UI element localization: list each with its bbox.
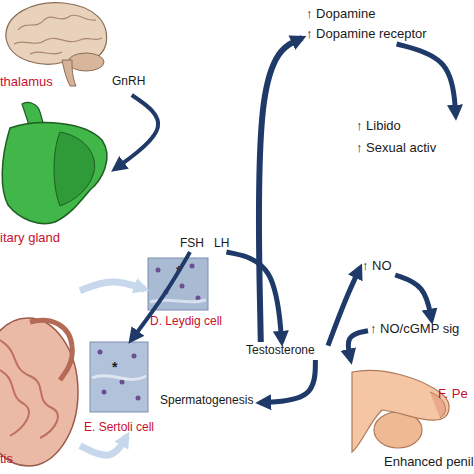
organ-label: F. Pe bbox=[438, 386, 468, 401]
flow-arrow bbox=[80, 436, 127, 455]
leydig-cell-node: D. Leydig cell bbox=[145, 256, 240, 330]
histology-image bbox=[90, 342, 148, 412]
organ-label: tis bbox=[0, 451, 13, 466]
node-label: ↑ NO bbox=[362, 258, 392, 273]
flow-arrow bbox=[115, 95, 158, 169]
tissue-fiber bbox=[92, 376, 146, 380]
effect-node: ↑ NO bbox=[360, 257, 404, 275]
cell-nucleus bbox=[164, 290, 169, 295]
flow-arrow bbox=[348, 331, 368, 360]
sertoli-cell-node: E. Sertoli cell bbox=[84, 340, 170, 436]
node-label: ↑ NO/cGMP sig bbox=[370, 321, 459, 336]
hormone-node: FSH bbox=[178, 236, 208, 252]
cell-marker: * bbox=[176, 264, 181, 279]
node-label: LH bbox=[214, 236, 229, 251]
node-label: GnRH bbox=[112, 74, 145, 89]
penis-illustration bbox=[352, 370, 449, 452]
testis-body bbox=[0, 318, 78, 466]
flow-arrow bbox=[226, 252, 281, 342]
effect-node: ↑ NO/cGMP sig bbox=[368, 320, 474, 338]
pituitary-illustration bbox=[2, 102, 107, 223]
epididymis bbox=[30, 320, 72, 380]
cell-nucleus bbox=[136, 396, 141, 401]
brain-fold bbox=[30, 52, 62, 54]
testis-illustration bbox=[0, 318, 78, 466]
flow-arrow bbox=[260, 360, 315, 403]
effect-node: ↑ Libido ↑ Sexual activ bbox=[352, 116, 474, 158]
leydig-histology bbox=[148, 258, 208, 310]
node-label: Testosterone bbox=[246, 343, 315, 358]
node-label: Spermatogenesis bbox=[160, 393, 253, 408]
tissue-fiber bbox=[150, 300, 206, 302]
cell-nucleus bbox=[156, 268, 161, 273]
hormone-node: Testosterone bbox=[244, 342, 328, 360]
process-node: Spermatogenesis bbox=[158, 392, 260, 410]
cell-nucleus bbox=[98, 350, 103, 355]
organ-label: E. Sertoli cell bbox=[84, 420, 154, 435]
pituitary-gland bbox=[2, 123, 107, 224]
penis-shaft bbox=[352, 370, 449, 452]
seminiferous-tubule bbox=[0, 370, 29, 436]
flow-arrow bbox=[397, 44, 456, 116]
node-label: FSH bbox=[180, 236, 204, 251]
brain-fold bbox=[14, 38, 102, 44]
cell-nucleus bbox=[120, 380, 125, 385]
organ-label: thalamus bbox=[0, 74, 53, 89]
histology-image bbox=[148, 258, 208, 310]
flow-arrow bbox=[328, 268, 360, 346]
flow-arrow bbox=[80, 282, 145, 291]
brain-fold bbox=[18, 15, 96, 30]
effect-node: ↑ Dopamine ↑ Dopamine receptor bbox=[302, 4, 474, 44]
flow-arrow bbox=[259, 38, 302, 342]
organ-label: itary gland bbox=[0, 230, 60, 245]
penis-node: F. Pe Enhanced penil bbox=[340, 360, 474, 472]
pituitary-node: itary gland bbox=[0, 115, 115, 250]
node-label: ↑ Dopamine receptor bbox=[306, 26, 427, 41]
brain-stem bbox=[62, 60, 76, 86]
cell-nucleus bbox=[196, 296, 201, 301]
flow-arrow bbox=[131, 252, 190, 340]
cell-nucleus bbox=[102, 390, 107, 395]
hormone-node: LH bbox=[212, 236, 236, 252]
node-label: ↑ Libido bbox=[356, 118, 401, 133]
seminiferous-tubule bbox=[0, 340, 58, 438]
pituitary-lobe bbox=[54, 132, 95, 206]
cell-nucleus bbox=[190, 264, 195, 269]
organ-label: D. Leydig cell bbox=[150, 314, 222, 329]
node-label: ↑ Sexual activ bbox=[356, 140, 436, 155]
brain-illustration bbox=[6, 3, 107, 86]
hypothalamus-node: thalamus GnRH bbox=[0, 0, 155, 95]
cerebellum bbox=[68, 53, 104, 71]
testis-node: tis bbox=[0, 285, 80, 474]
node-label: Enhanced penil bbox=[384, 454, 474, 469]
flow-arrow bbox=[395, 275, 431, 320]
cell-nucleus bbox=[180, 284, 185, 289]
sertoli-histology bbox=[90, 342, 148, 412]
cell-nucleus bbox=[132, 354, 137, 359]
node-label: ↑ Dopamine bbox=[306, 6, 375, 21]
cell-marker: * bbox=[112, 360, 117, 375]
